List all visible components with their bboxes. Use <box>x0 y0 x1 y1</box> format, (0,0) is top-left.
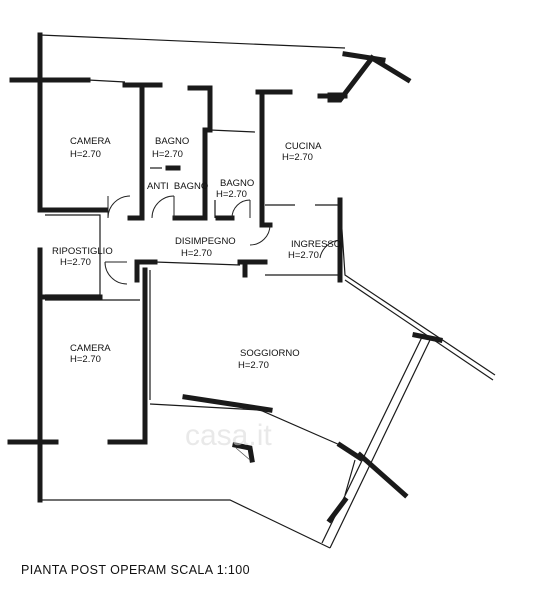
ripostiglio-height: H=2.70 <box>60 257 91 268</box>
bagno-2-name: BAGNO <box>220 178 254 189</box>
terrace-walls <box>326 332 443 524</box>
soggiorno-name: SOGGIORNO <box>240 348 300 359</box>
room-labels: CAMERA H=2.70 BAGNO H=2.70 ANTI BAGNO BA… <box>52 136 341 371</box>
door-swings <box>104 195 341 285</box>
bagno-1-height: H=2.70 <box>152 149 183 160</box>
camera-top-name: CAMERA <box>70 136 111 147</box>
cucina-height: H=2.70 <box>282 152 313 163</box>
ripostiglio-name: RIPOSTIGLIO <box>52 246 113 257</box>
cucina-name: CUCINA <box>285 141 322 152</box>
camera-top-height: H=2.70 <box>70 149 101 160</box>
camera-bottom-name: CAMERA <box>70 343 111 354</box>
interior-walls <box>37 77 348 463</box>
camera-bottom-height: H=2.70 <box>70 354 101 365</box>
watermark-text: casa.it <box>185 419 272 452</box>
plan-caption: PIANTA POST OPERAM SCALA 1:100 <box>21 563 250 577</box>
ingresso-height: H=2.70 <box>288 250 319 261</box>
bagno-2-height: H=2.70 <box>216 189 247 200</box>
disimpegno-name: DISIMPEGNO <box>175 236 236 247</box>
perimeter-outline <box>39 34 496 549</box>
soggiorno-height: H=2.70 <box>238 360 269 371</box>
ingresso-name: INGRESSO <box>291 239 341 250</box>
bagno-1-name: BAGNO <box>155 136 189 147</box>
disimpegno-height: H=2.70 <box>181 248 212 259</box>
anti-bagno-name: ANTI BAGNO <box>147 181 208 192</box>
